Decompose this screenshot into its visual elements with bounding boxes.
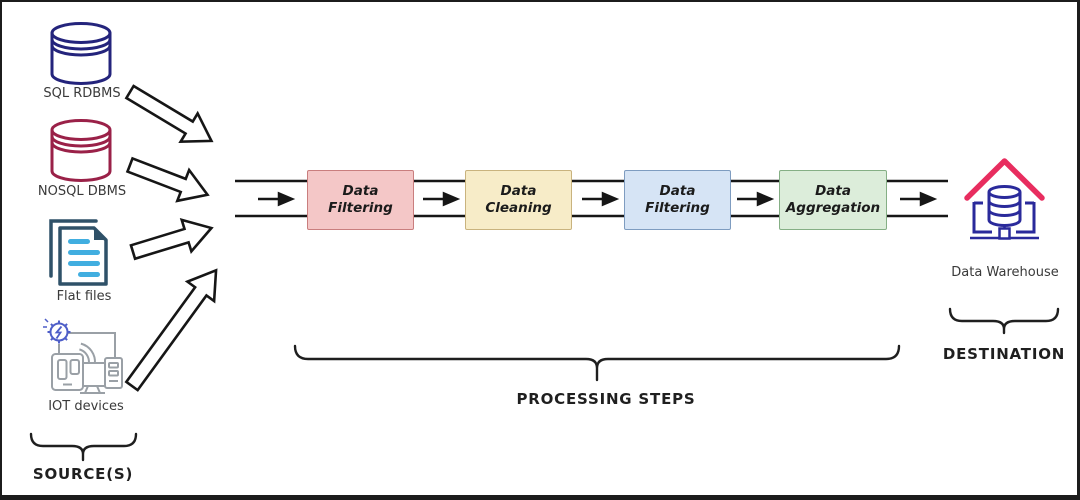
source-arrow-iot xyxy=(124,268,218,392)
nosql-dbms-label: NOSQL DBMS xyxy=(37,184,127,199)
flat-files-label: Flat files xyxy=(56,289,112,304)
source-arrow-nosql xyxy=(125,156,210,203)
flow-arrows xyxy=(258,191,938,207)
step-box-data-aggregation: Data Aggregation xyxy=(779,170,887,230)
sources-group-label: SOURCE(S) xyxy=(32,465,134,483)
nosql-database-cylinder-icon xyxy=(50,119,112,182)
flow-arrow-4 xyxy=(737,191,775,207)
source-arrow-sql xyxy=(124,84,214,144)
flat-files-document-icon xyxy=(49,219,108,286)
step-box-data-filtering-1: Data Filtering xyxy=(307,170,414,230)
step-box-data-cleaning: Data Cleaning xyxy=(465,170,572,230)
data-warehouse-label: Data Warehouse xyxy=(951,265,1059,280)
source-arrow-flatfiles xyxy=(129,217,214,261)
flow-arrow-1 xyxy=(258,191,296,207)
destination-brace xyxy=(948,307,1060,335)
source-arrows xyxy=(124,84,218,392)
destination-group-label: DESTINATION xyxy=(942,345,1066,363)
flow-arrow-2 xyxy=(423,191,461,207)
iot-devices-icon xyxy=(43,318,123,394)
data-warehouse-icon xyxy=(964,158,1045,240)
braces xyxy=(29,307,1060,462)
processing-brace xyxy=(293,344,901,382)
flow-arrow-3 xyxy=(582,191,620,207)
step-box-data-filtering-2: Data Filtering xyxy=(624,170,731,230)
sql-rdbms-label: SQL RDBMS xyxy=(43,86,121,101)
iot-devices-label: IOT devices xyxy=(48,399,124,414)
processing-group-label: PROCESSING STEPS xyxy=(516,390,696,408)
sql-database-cylinder-icon xyxy=(50,22,112,85)
sources-brace xyxy=(29,432,138,462)
flow-arrow-5 xyxy=(900,191,938,207)
